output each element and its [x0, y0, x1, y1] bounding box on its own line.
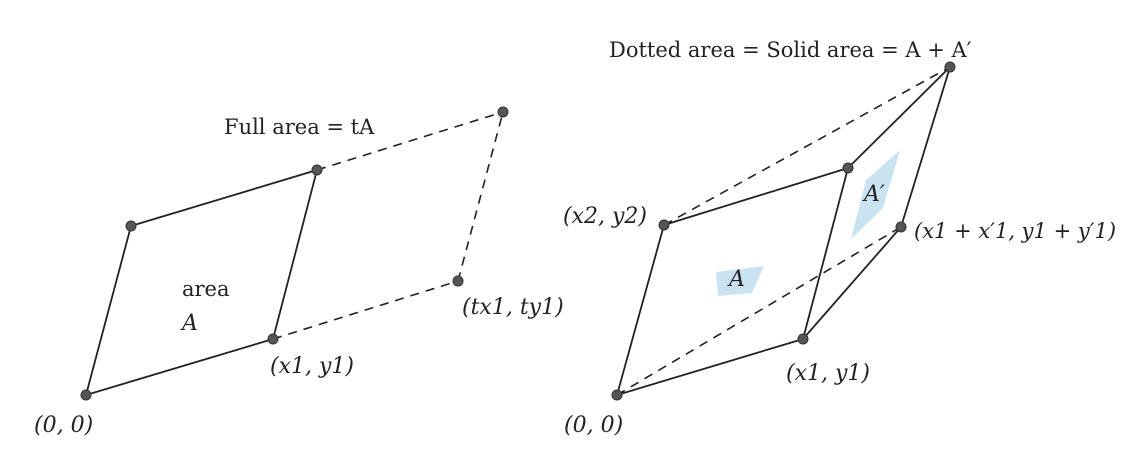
- region-a-shade: [716, 266, 764, 296]
- region-a-label: A: [727, 267, 745, 292]
- right-dashed-diagonal: [616, 226, 902, 396]
- right-point-sum: [895, 221, 907, 233]
- left-point-x2y2: [125, 220, 137, 232]
- left-point-top: [311, 164, 323, 176]
- tx1ty1-label: (tx1, ty1): [462, 295, 564, 320]
- left-dashed-side: [457, 111, 504, 282]
- left-dashed-top: [316, 111, 504, 171]
- right-solid-lower: [802, 226, 902, 340]
- right-point-far: [944, 61, 956, 73]
- left-origin-point: [80, 389, 92, 401]
- right-x1y1-label: (x1, y1): [786, 361, 870, 386]
- area-symbol-label: A: [180, 311, 198, 336]
- left-dashed-bottom: [272, 280, 459, 340]
- left-point-tx1ty1: [452, 275, 464, 287]
- right-dashed-top: [663, 66, 951, 226]
- right-solid-upper: [847, 66, 951, 169]
- region-a-prime-shade: [851, 150, 900, 239]
- right-point-x1y1: [797, 333, 809, 345]
- left-figure: Full area = tA area A (0, 0) (x1, y1) (t…: [34, 106, 564, 438]
- x2y2-label: (x2, y2): [563, 204, 647, 229]
- right-figure: Dotted area = Solid area = A + A′ A A′ (…: [563, 38, 1116, 438]
- right-point-x2y2: [658, 219, 670, 231]
- right-solid-right: [900, 66, 951, 228]
- right-origin-point: [611, 389, 623, 401]
- region-a-prime-label: A′: [862, 182, 885, 207]
- left-x1y1-label: (x1, y1): [270, 354, 354, 379]
- dotted-solid-area-label: Dotted area = Solid area = A + A′: [609, 38, 972, 62]
- right-point-mid-top: [842, 162, 854, 174]
- left-point-x1y1: [267, 333, 279, 345]
- full-area-label: Full area = tA: [224, 115, 375, 139]
- area-word-label: area: [182, 277, 230, 301]
- left-point-scaled-top: [497, 106, 509, 118]
- right-origin-label: (0, 0): [564, 413, 623, 438]
- sum-point-label: (x1 + x′1, y1 + y′1): [914, 219, 1116, 243]
- left-origin-label: (0, 0): [34, 413, 93, 438]
